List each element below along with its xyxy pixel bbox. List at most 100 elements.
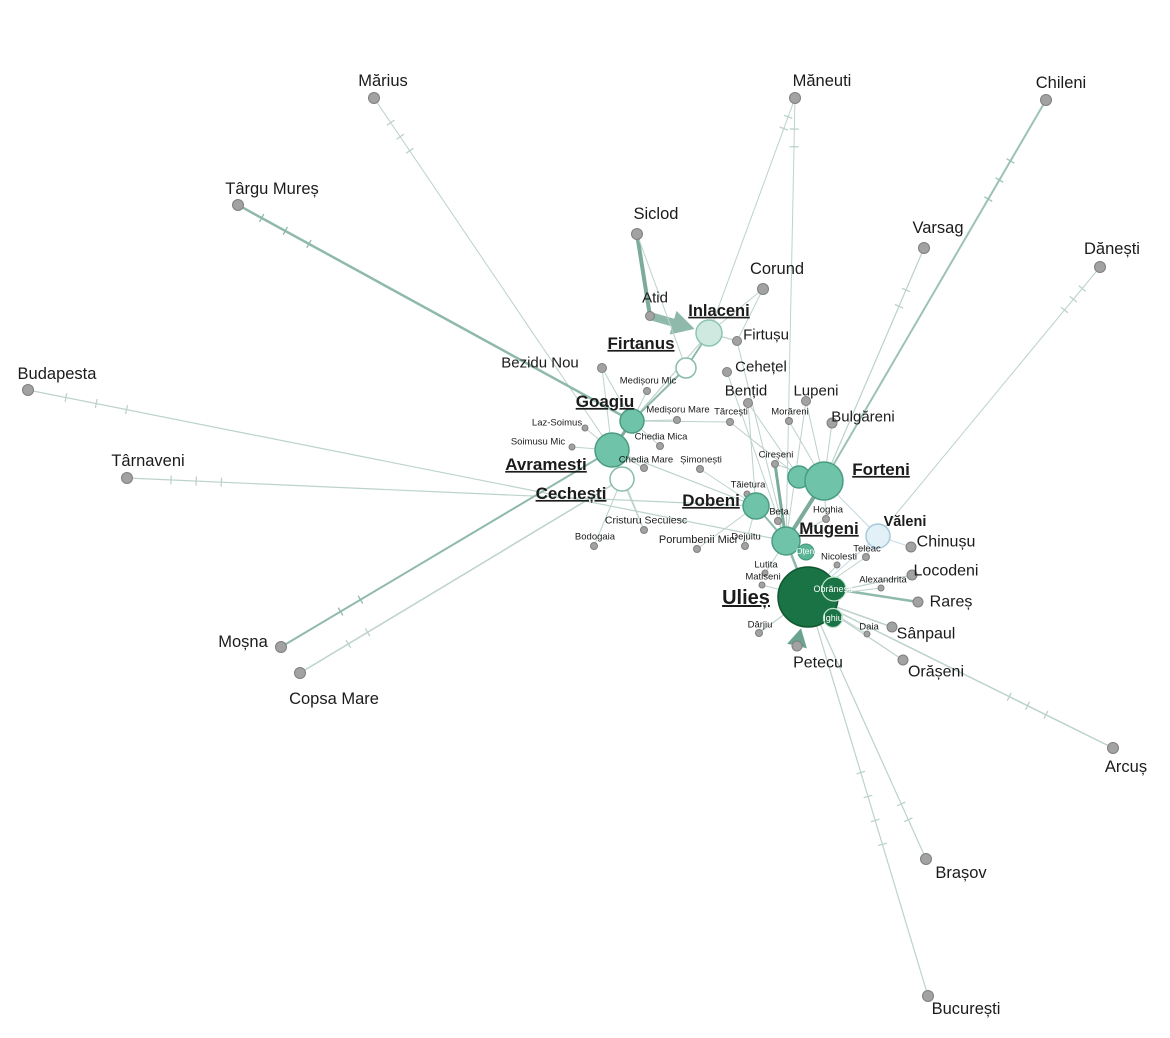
- label-siclod: Siclod: [634, 205, 679, 223]
- node-darjiu[interactable]: [755, 629, 763, 637]
- label-firtusu: Firtușu: [743, 326, 789, 343]
- node-valeni[interactable]: [865, 523, 891, 549]
- label-hoghia: Hoghia: [813, 504, 844, 515]
- node-lutita[interactable]: [761, 569, 769, 577]
- node-targu_mures[interactable]: [232, 199, 244, 211]
- edge-tick: [1025, 701, 1031, 711]
- edge-tick: [94, 399, 98, 409]
- node-daia[interactable]: [863, 630, 871, 638]
- node-copsa_mare[interactable]: [294, 667, 306, 679]
- label-tarcesti: Tărcești: [714, 406, 748, 417]
- node-dejuitu[interactable]: [741, 542, 749, 550]
- node-marius[interactable]: [368, 92, 380, 104]
- node-corund[interactable]: [757, 283, 769, 295]
- label-medisoru_mare: Medișoru Mare: [646, 404, 709, 415]
- edge-tick: [901, 287, 911, 293]
- node-medisoru_mic[interactable]: [643, 387, 651, 395]
- label-obranesti: Obrănești: [813, 584, 852, 594]
- label-budapesta: Budapesta: [18, 365, 98, 383]
- node-forteni_b[interactable]: [804, 461, 844, 501]
- node-matiseni[interactable]: [758, 581, 766, 589]
- edge-bentid-dobeni: [747, 402, 757, 507]
- edge-targnaveni-dobeni: [126, 477, 757, 507]
- edge-tick: [1006, 158, 1015, 164]
- edge-tick: [984, 196, 993, 202]
- node-bentid[interactable]: [743, 398, 753, 408]
- node-bulgareni[interactable]: [826, 417, 838, 429]
- node-locodeni[interactable]: [906, 569, 918, 581]
- node-bezidu_nou[interactable]: [597, 363, 607, 373]
- edge-tick: [1069, 295, 1078, 303]
- node-dobeni[interactable]: [742, 492, 770, 520]
- node-targnaveni[interactable]: [121, 472, 133, 484]
- edge-tick: [258, 213, 265, 223]
- node-rares[interactable]: [912, 596, 924, 608]
- node-simonesti[interactable]: [696, 465, 704, 473]
- label-dobeni: Dobeni: [682, 491, 740, 510]
- node-morareni[interactable]: [785, 417, 793, 425]
- node-obranesti[interactable]: [821, 576, 847, 602]
- node-teleac[interactable]: [862, 553, 870, 561]
- label-beta: Beta: [769, 506, 789, 517]
- node-ighiu[interactable]: [822, 607, 844, 629]
- label-medisoru_mic: Medișoru Mic: [620, 375, 677, 386]
- label-ulies: Ulieș: [722, 587, 770, 609]
- edge-inlaceni-goagiu: [631, 332, 710, 422]
- node-nicolesti[interactable]: [833, 561, 841, 569]
- node-oraseni[interactable]: [897, 654, 909, 666]
- node-soimusu_mic[interactable]: [568, 443, 576, 451]
- node-bodogaia[interactable]: [590, 542, 598, 550]
- node-danesti[interactable]: [1094, 261, 1106, 273]
- edge-siclod-firtanus: [636, 233, 687, 369]
- node-chedia_mare[interactable]: [640, 464, 648, 472]
- node-bucuresti[interactable]: [922, 990, 934, 1002]
- node-brasov[interactable]: [920, 853, 932, 865]
- node-chedia_mica[interactable]: [656, 442, 664, 450]
- edge-tick: [364, 628, 371, 637]
- node-chinusu[interactable]: [905, 541, 917, 553]
- node-firtanus[interactable]: [675, 357, 697, 379]
- label-petecu: Petecu: [793, 655, 843, 672]
- node-alexandrita[interactable]: [877, 584, 885, 592]
- node-cechesti[interactable]: [609, 466, 635, 492]
- node-porumbenii[interactable]: [693, 545, 701, 553]
- node-tarcesti[interactable]: [726, 418, 734, 426]
- node-firtusu[interactable]: [732, 336, 742, 346]
- label-targnaveni: Târnaveni: [111, 452, 184, 470]
- node-lupeni[interactable]: [801, 396, 811, 406]
- label-teleac: Teleac: [853, 543, 881, 554]
- node-avramesti[interactable]: [594, 432, 630, 468]
- node-arcus[interactable]: [1107, 742, 1119, 754]
- edge-corund-firtusu: [736, 288, 764, 342]
- edge-tick: [903, 817, 913, 823]
- node-mosna[interactable]: [275, 641, 287, 653]
- node-cireseni[interactable]: [771, 460, 779, 468]
- node-goagiu[interactable]: [619, 408, 645, 434]
- node-varsag[interactable]: [918, 242, 930, 254]
- node-oteni[interactable]: [797, 543, 815, 561]
- node-petecu[interactable]: [791, 640, 803, 652]
- node-cehetel[interactable]: [722, 367, 732, 377]
- node-inlaceni[interactable]: [695, 319, 723, 347]
- node-cristuru[interactable]: [640, 526, 648, 534]
- node-atid[interactable]: [645, 311, 655, 321]
- node-sanpaul[interactable]: [886, 621, 898, 633]
- label-cechesti: Cechești: [536, 484, 607, 503]
- edge-tick: [877, 842, 887, 847]
- node-chileni[interactable]: [1040, 94, 1052, 106]
- node-mugeni[interactable]: [771, 526, 801, 556]
- label-maneuti: Măneuti: [793, 72, 852, 90]
- node-siclod[interactable]: [631, 228, 643, 240]
- node-hoghia[interactable]: [822, 515, 830, 523]
- node-budapesta[interactable]: [22, 384, 34, 396]
- label-chileni: Chileni: [1036, 74, 1086, 92]
- node-maneuti[interactable]: [789, 92, 801, 104]
- label-ighiu: Ighiu: [823, 613, 843, 623]
- node-laz_soimus[interactable]: [581, 424, 589, 432]
- label-oraseni: Orășeni: [908, 664, 964, 681]
- node-medisoru_mare[interactable]: [673, 416, 681, 424]
- label-brasov: Brașov: [935, 864, 987, 882]
- label-nicolesti: Nicolesti: [821, 551, 857, 562]
- label-morareni: Moră​reni: [771, 406, 809, 417]
- node-beta[interactable]: [774, 517, 782, 525]
